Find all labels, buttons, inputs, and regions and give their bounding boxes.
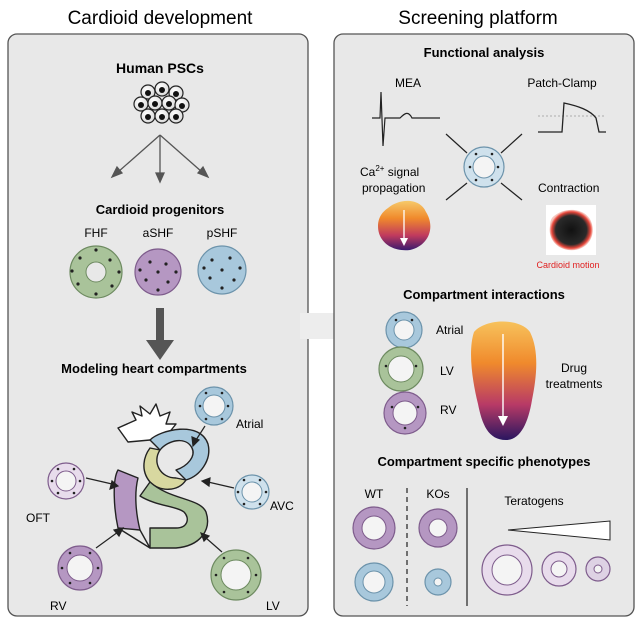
patch-clamp-trace [538, 102, 606, 133]
oft-cardioid [47, 462, 85, 500]
ko-blue-cardioid [424, 568, 452, 596]
mea-label: MEA [395, 76, 421, 90]
compartment-specific-phenotypes-heading: Compartment specific phenotypes [377, 454, 590, 469]
interaction-rv-label: RV [440, 403, 456, 417]
ca-propagation-map [378, 200, 431, 251]
teratogen-cardioid-medium [541, 551, 577, 587]
compartment-pointers [85, 425, 235, 553]
ca-signal-label: Ca2+ signal [360, 164, 419, 179]
modeling-heart-compartments-heading: Modeling heart compartments [61, 361, 247, 376]
teratogen-cardioid-large [481, 544, 533, 596]
cardioid-progenitors-heading: Cardioid progenitors [96, 202, 225, 217]
ashf-aggregate [134, 248, 182, 296]
fhf-aggregate [69, 245, 123, 299]
oft-label: OFT [26, 511, 51, 525]
interaction-atrial-label: Atrial [436, 323, 463, 337]
down-arrow [146, 308, 174, 360]
pshf-aggregate [197, 245, 247, 295]
ashf-label: aSHF [143, 226, 174, 240]
functional-analysis-heading: Functional analysis [424, 45, 545, 60]
ca-text: Ca [360, 165, 376, 179]
rv-cardioid [57, 545, 103, 591]
human-pscs-label: Human PSCs [116, 60, 204, 76]
atrial-label: Atrial [236, 417, 263, 431]
avc-label: AVC [270, 499, 294, 513]
multi-chamber-cardioid [378, 311, 427, 435]
compartment-interactions-heading: Compartment interactions [403, 287, 565, 302]
drug-label-line1: Drug [561, 361, 587, 375]
ca-superscript: 2+ [375, 164, 384, 173]
contraction-map [546, 205, 596, 255]
pshf-label: pSHF [207, 226, 238, 240]
interaction-lv-label: LV [440, 364, 454, 378]
fhf-label: FHF [84, 226, 107, 240]
rv-label: RV [50, 599, 66, 613]
wt-purple-cardioid [352, 506, 396, 550]
lv-cardioid [210, 549, 262, 601]
avc-cardioid [234, 474, 270, 510]
ca-signal-word: signal [384, 165, 419, 179]
left-panel-title: Cardioid development [68, 8, 254, 29]
right-panel-title: Screening platform [398, 8, 557, 29]
functional-cardioid [463, 146, 505, 188]
wt-blue-cardioid [354, 562, 394, 602]
teratogen-cardioid-small [585, 556, 611, 582]
kos-label: KOs [426, 487, 449, 501]
teratogen-dose-wedge [507, 520, 611, 541]
branch-arrows [110, 134, 210, 184]
contraction-label: Contraction [538, 181, 599, 195]
drug-treatment-map [471, 321, 537, 440]
propagation-label: propagation [362, 181, 425, 195]
cardioid-motion-label: Cardioid motion [536, 260, 599, 270]
mea-trace [372, 91, 440, 147]
ko-purple-cardioid [418, 508, 458, 548]
atrial-cardioid [194, 386, 234, 426]
wt-label: WT [365, 487, 384, 501]
patch-clamp-label: Patch-Clamp [527, 76, 597, 90]
teratogens-label: Teratogens [504, 494, 563, 508]
psc-cluster [133, 81, 190, 124]
right-panel [333, 33, 635, 617]
drug-label-line2: treatments [546, 377, 603, 391]
lv-label: LV [266, 599, 280, 613]
functional-connectors [445, 133, 523, 201]
